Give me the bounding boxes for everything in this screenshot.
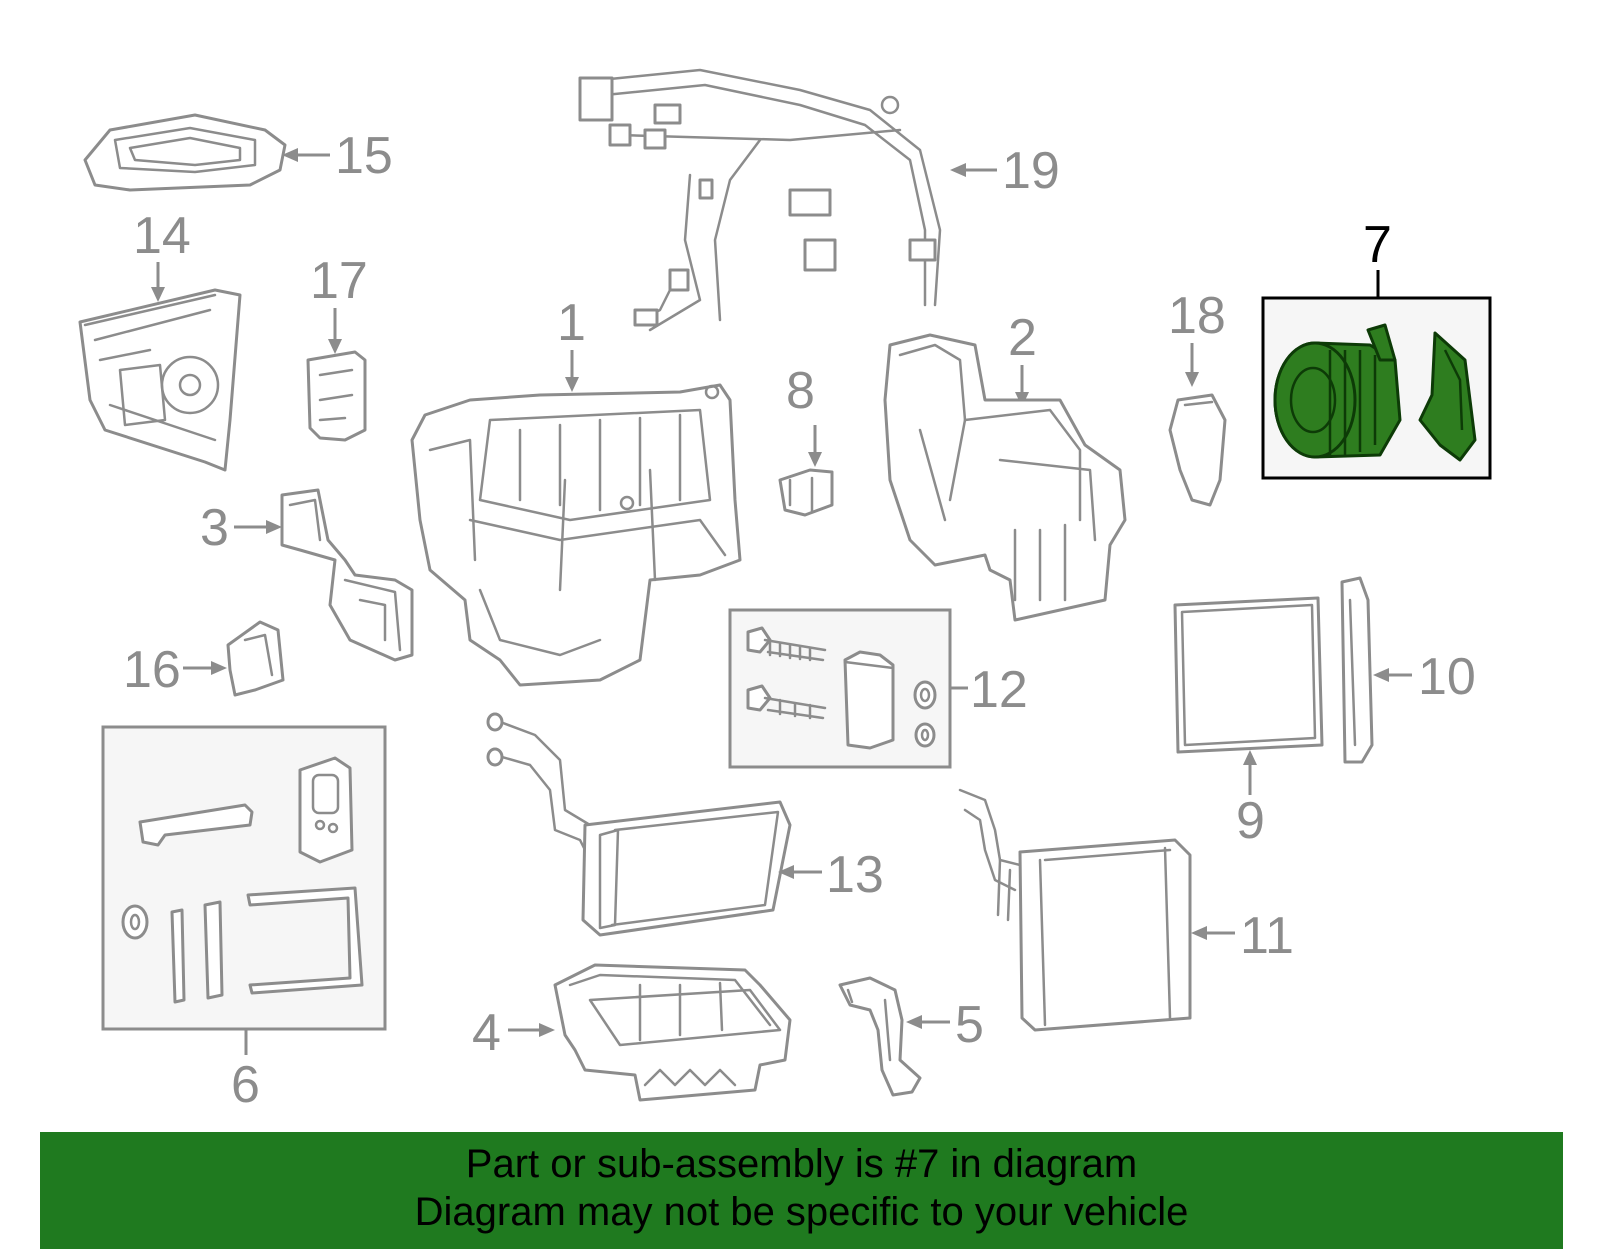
callout-4[interactable]: 4 — [472, 1004, 501, 1062]
part-19-drawing[interactable] — [578, 68, 942, 332]
info-banner: Part or sub-assembly is #7 in diagram Di… — [40, 1132, 1563, 1249]
part-4-drawing[interactable] — [553, 963, 792, 1102]
callout-6[interactable]: 6 — [231, 1056, 260, 1114]
callout-8-arrow — [808, 425, 822, 467]
part-7-drawing[interactable] — [1273, 323, 1477, 462]
part-15-drawing[interactable] — [83, 113, 287, 192]
part-13-drawing[interactable] — [486, 712, 792, 937]
callout-18-arrow — [1185, 343, 1199, 387]
banner-line-1: Part or sub-assembly is #7 in diagram — [465, 1142, 1138, 1186]
part-2-drawing[interactable] — [883, 333, 1127, 622]
callout-5[interactable]: 5 — [955, 996, 984, 1054]
callout-15-arrow — [282, 148, 330, 162]
part-3-drawing[interactable] — [280, 488, 414, 662]
part-1-drawing[interactable] — [410, 383, 742, 687]
callout-16-arrow — [183, 661, 227, 675]
callout-11-arrow — [1191, 926, 1235, 940]
callout-10-arrow — [1373, 668, 1412, 682]
part-17-drawing[interactable] — [306, 350, 367, 442]
callout-12[interactable]: 12 — [970, 661, 1028, 719]
part-8-drawing[interactable] — [778, 468, 834, 517]
callout-14-arrow — [151, 262, 165, 302]
part-16-drawing[interactable] — [226, 620, 285, 697]
callout-16[interactable]: 16 — [123, 641, 181, 699]
part-12-drawing[interactable] — [746, 626, 937, 750]
callout-5-arrow — [906, 1015, 950, 1029]
callout-1[interactable]: 1 — [557, 294, 586, 352]
callout-19[interactable]: 19 — [1002, 142, 1060, 200]
callout-17-arrow — [328, 308, 342, 354]
part-10-drawing[interactable] — [1340, 576, 1374, 764]
callout-13-arrow — [778, 865, 822, 879]
part-5-drawing[interactable] — [838, 976, 922, 1097]
callout-14[interactable]: 14 — [133, 207, 191, 265]
part-14-drawing[interactable] — [78, 288, 242, 472]
callout-17[interactable]: 17 — [310, 252, 368, 310]
callout-2[interactable]: 2 — [1008, 309, 1037, 367]
callout-7[interactable]: 7 — [1363, 216, 1392, 274]
callout-9[interactable]: 9 — [1236, 792, 1265, 850]
callout-4-arrow — [508, 1023, 555, 1037]
part-11-drawing[interactable] — [958, 788, 1192, 1032]
callout-1-arrow — [565, 350, 579, 392]
callout-3[interactable]: 3 — [200, 499, 229, 557]
callout-11[interactable]: 11 — [1240, 907, 1294, 965]
part-9-drawing[interactable] — [1173, 596, 1324, 754]
callout-8[interactable]: 8 — [786, 362, 815, 420]
callout-13[interactable]: 13 — [826, 846, 884, 904]
callout-15[interactable]: 15 — [335, 127, 393, 185]
banner-line-2: Diagram may not be specific to your vehi… — [414, 1190, 1189, 1234]
callout-9-arrow — [1243, 750, 1257, 795]
callout-3-arrow — [234, 520, 282, 534]
callout-18[interactable]: 18 — [1168, 287, 1226, 345]
part-18-drawing[interactable] — [1168, 393, 1227, 507]
callout-10[interactable]: 10 — [1418, 648, 1476, 706]
callout-19-arrow — [950, 163, 997, 177]
part-6-drawing[interactable] — [121, 756, 364, 1004]
